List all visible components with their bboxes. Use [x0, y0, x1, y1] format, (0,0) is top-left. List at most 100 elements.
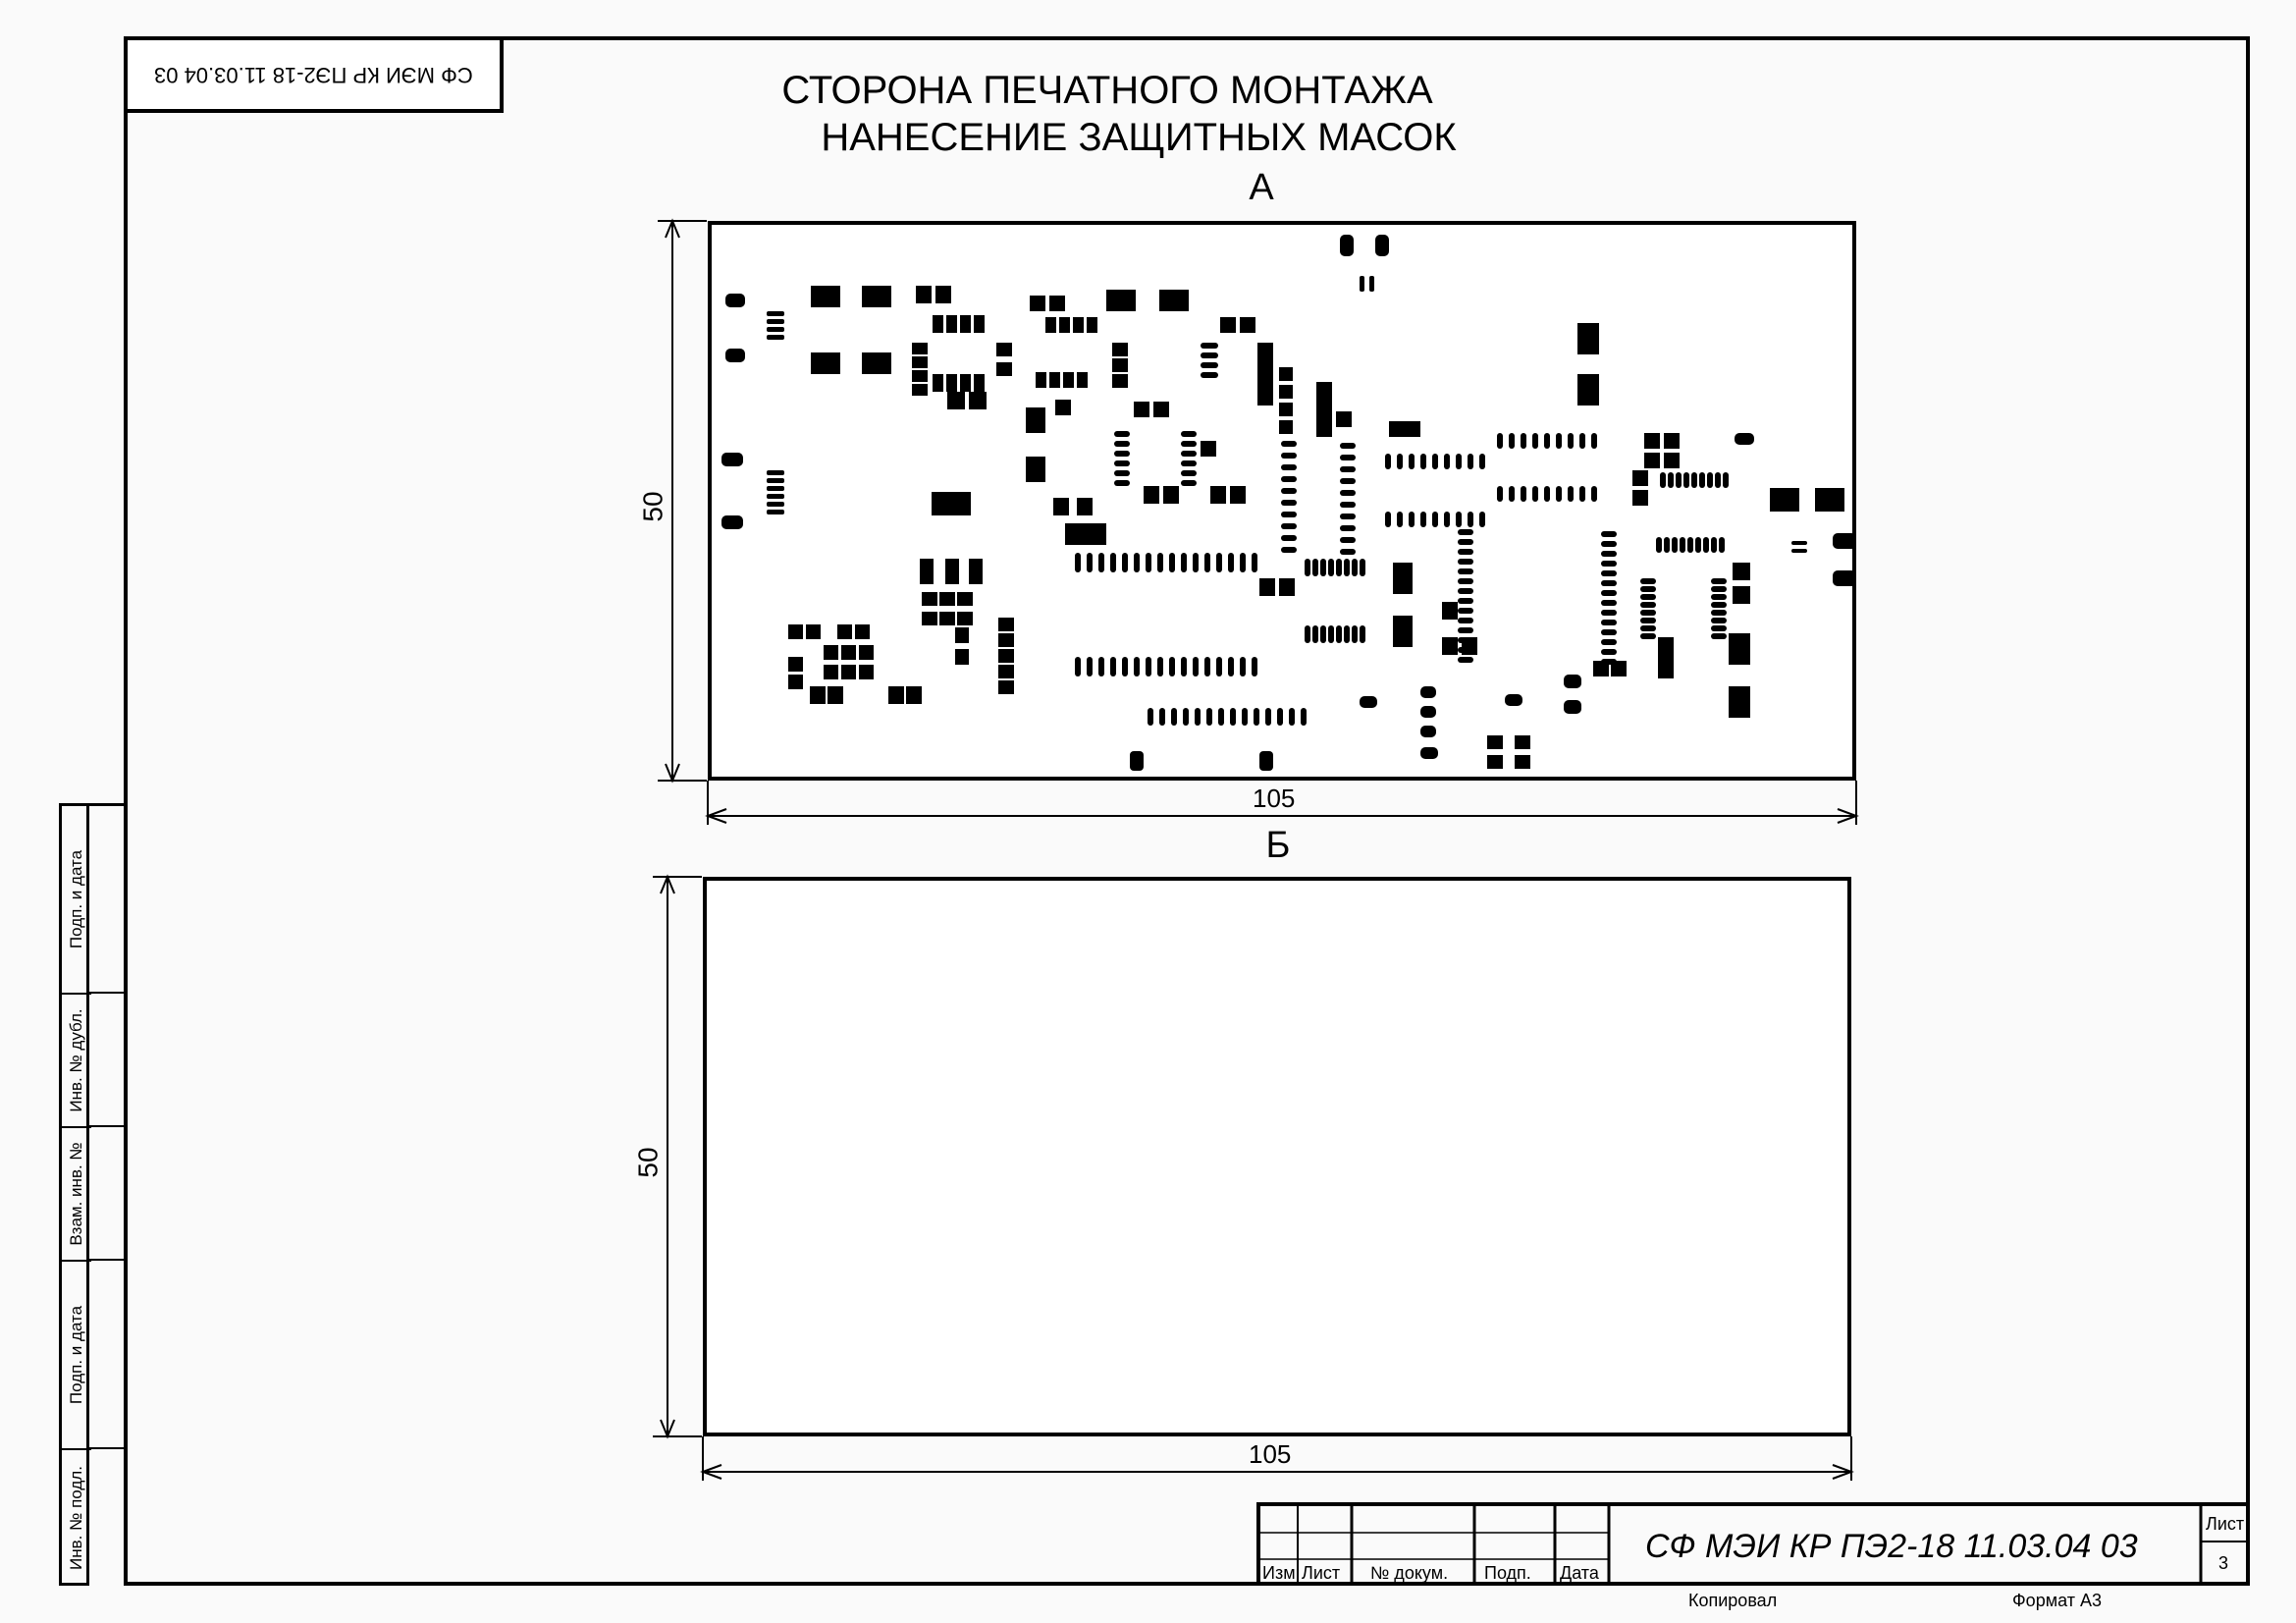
solder-pad [1442, 637, 1458, 655]
solder-pad [1146, 657, 1151, 676]
board-a-pads [721, 235, 1852, 771]
title-line-1: СТОРОНА ПЕЧАТНОГО МОНТАЖА [781, 69, 1433, 112]
solder-pad [1328, 559, 1334, 576]
solder-pad [1157, 657, 1163, 676]
solder-pad [1026, 407, 1045, 433]
solder-pad [1169, 553, 1175, 572]
solder-pad [996, 343, 1012, 356]
solder-pad [1114, 460, 1130, 466]
solder-pad [1059, 317, 1070, 333]
solder-pad [1644, 453, 1660, 468]
solder-pad [1281, 547, 1297, 553]
solder-pad [1456, 454, 1462, 469]
solder-pad [1505, 694, 1522, 706]
solder-pad [1075, 553, 1081, 572]
sheet-number: 3 [2218, 1553, 2229, 1573]
solder-pad [932, 492, 971, 515]
solder-pad [1601, 610, 1617, 616]
solder-pad [1791, 541, 1807, 545]
solder-pad [1181, 480, 1197, 486]
solder-pad [1632, 490, 1648, 506]
solder-pad [1077, 498, 1093, 515]
solder-pad [1228, 553, 1234, 572]
solder-pad [912, 370, 928, 382]
solder-pad [998, 665, 1014, 678]
solder-pad [1405, 421, 1420, 437]
solder-pad [1487, 735, 1503, 749]
solder-pad [1644, 433, 1660, 449]
solder-pad [939, 612, 955, 625]
solder-pad [1279, 420, 1293, 434]
solder-pad [1344, 625, 1350, 643]
solder-pad [1240, 657, 1246, 676]
solder-pad [806, 624, 821, 639]
solder-pad [1087, 317, 1097, 333]
solder-pad [1393, 563, 1413, 594]
solder-pad [1733, 586, 1750, 604]
solder-pad [1195, 708, 1201, 726]
solder-pad [1281, 512, 1297, 517]
solder-pad [824, 665, 838, 679]
solder-pad [1568, 433, 1574, 449]
solder-pad [1711, 594, 1727, 600]
solder-pad [1181, 657, 1187, 676]
solder-pad [1711, 578, 1727, 584]
solder-pad [1715, 472, 1721, 488]
sheet-label: Лист [2206, 1514, 2245, 1534]
solder-pad [1279, 385, 1293, 399]
solder-pad [1228, 657, 1234, 676]
solder-pad [1640, 602, 1656, 608]
solder-pad [933, 374, 943, 392]
solder-pad [862, 352, 891, 374]
solder-pad [1204, 657, 1210, 676]
solder-pad [1144, 486, 1159, 504]
solder-pad [1252, 553, 1257, 572]
solder-pad [1077, 372, 1088, 388]
solder-pad [1601, 590, 1617, 596]
solder-pad [1833, 570, 1852, 586]
solder-pad [1305, 559, 1310, 576]
solder-pad [1672, 537, 1678, 553]
solder-pad [1458, 627, 1473, 633]
col-date: Дата [1560, 1563, 1599, 1583]
solder-pad [1791, 549, 1807, 553]
solder-pad [1265, 708, 1271, 726]
solder-pad [1444, 512, 1450, 527]
solder-pad [1122, 657, 1128, 676]
solder-pad [1181, 553, 1187, 572]
solder-pad [1668, 472, 1674, 488]
solder-pad [1369, 276, 1374, 292]
solder-pad [1320, 559, 1326, 576]
col-list: Лист [1302, 1563, 1341, 1583]
solder-pad [1640, 625, 1656, 631]
solder-pad [1289, 708, 1295, 726]
solder-pad [1442, 602, 1458, 620]
solder-pad [1601, 620, 1617, 625]
solder-pad [767, 478, 784, 483]
solder-pad [1340, 235, 1354, 256]
solder-pad [1544, 486, 1550, 502]
solder-pad [767, 335, 784, 340]
solder-pad [1683, 472, 1689, 488]
solder-pad [1134, 553, 1140, 572]
copied-label: Копировал [1688, 1591, 1778, 1610]
solder-pad [1087, 553, 1093, 572]
solder-pad [1114, 451, 1130, 457]
solder-pad [1658, 665, 1674, 678]
solder-pad [1181, 441, 1197, 447]
solder-pad [1036, 372, 1046, 388]
solder-pad [1640, 633, 1656, 639]
solder-pad [1340, 514, 1356, 519]
solder-pad [1201, 362, 1218, 368]
solder-pad [946, 374, 957, 392]
solder-pad [1458, 529, 1473, 535]
solder-pad [1695, 537, 1701, 553]
solder-pad [1110, 553, 1116, 572]
solder-pad [810, 686, 826, 704]
solder-pad [1601, 541, 1617, 547]
solder-pad [725, 349, 745, 362]
solder-pad [841, 645, 856, 660]
solder-pad [1257, 392, 1273, 406]
solder-pad [1544, 433, 1550, 449]
solder-pad [767, 494, 784, 499]
